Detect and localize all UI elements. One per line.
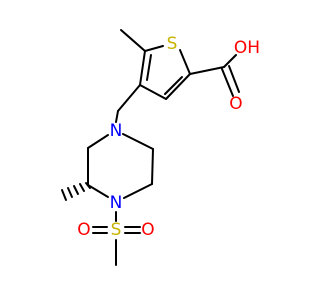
carboxylic-acid-group: [189, 54, 240, 97]
atom-nitrogen-upper: N: [110, 121, 123, 141]
wedge-hash-1: [85, 182, 91, 189]
atom-sulfur-sulfonyl: S: [111, 220, 122, 240]
bond-c2-carboxyl: [189, 66, 225, 75]
bond-c3-c4: [139, 84, 167, 100]
atom-oxygen-sulfonyl-left: O: [77, 220, 90, 240]
wedge-hash-2: [79, 183, 85, 192]
bond-n1-c-right-top: [122, 133, 154, 150]
bond-c4-c5: [139, 50, 146, 86]
bond-s1-c2: [179, 49, 191, 75]
bond-c-right-bottom-n4: [123, 183, 153, 199]
molecule-structure-diagram: S OH O N N S O O: [61, 29, 260, 266]
bond-c4-c5-inner: [146, 54, 152, 81]
wedge-hash-4: [67, 187, 73, 198]
bond-c-left-top-n1: [87, 134, 109, 149]
bond-c5-s1: [144, 45, 164, 52]
atom-oxygen-sulfonyl-right: O: [141, 220, 154, 240]
hashed-wedge-methyl: [61, 182, 91, 201]
bond-c2-c3-inner: [164, 76, 183, 95]
wedge-hash-5: [61, 189, 67, 201]
atom-oxygen-hydroxyl: OH: [234, 38, 260, 58]
piperazine-ring: [87, 133, 154, 199]
bond-n4-c-left-bottom: [87, 184, 109, 198]
sulfonyl-group: [92, 226, 141, 266]
bond-c2-c3: [165, 73, 191, 100]
thiophene-ring: [139, 45, 191, 100]
bond-c-right-top-c-right-bottom: [151, 148, 154, 185]
atom-oxygen-carbonyl: O: [229, 94, 242, 114]
bond-carboxyl-o-double-a: [221, 68, 234, 97]
bond-c5-methyl: [120, 29, 146, 52]
atom-nitrogen-lower: N: [110, 193, 123, 213]
wedge-hash-3: [73, 185, 79, 195]
bond-carboxyl-oh: [223, 54, 237, 68]
bond-ch2-n-upper: [115, 110, 119, 123]
bond-carboxyl-o-double-b: [228, 65, 240, 93]
bond-c4-ch2: [117, 84, 141, 112]
atom-sulfur-thiophene: S: [167, 34, 178, 54]
